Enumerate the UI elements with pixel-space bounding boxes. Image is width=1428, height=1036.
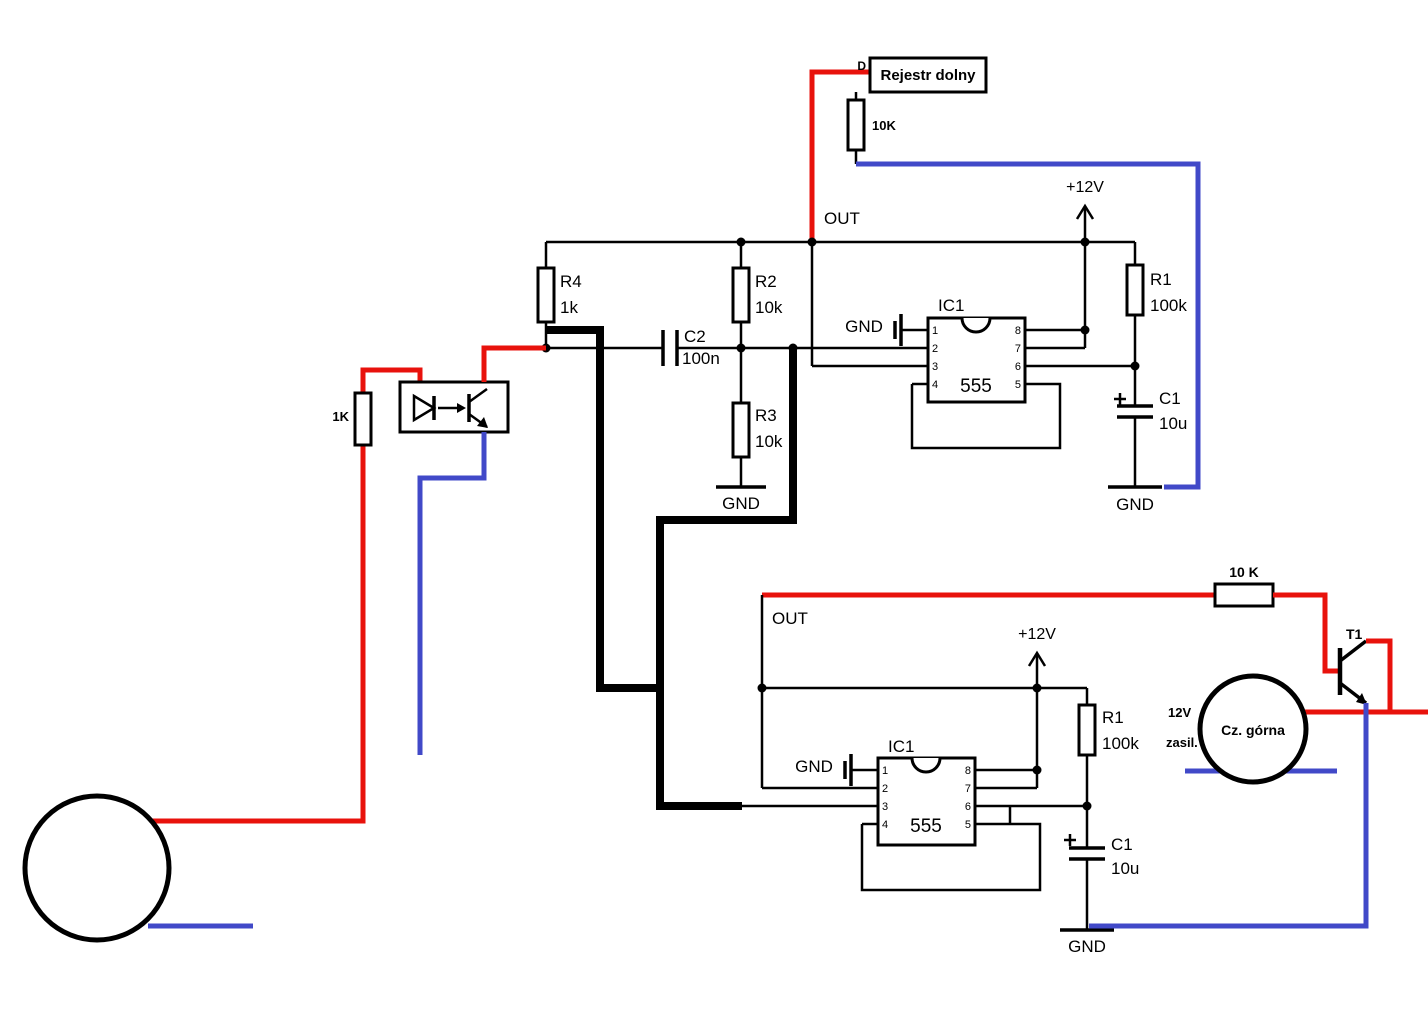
resistor-r3 (731, 401, 751, 459)
ic1-top-part: 555 (960, 376, 992, 397)
c2-value: 100n (682, 349, 720, 368)
pin-label: 1 (932, 325, 938, 337)
upper-sensor-section: Cz. górna 12V zasil. T1 (1089, 626, 1428, 929)
emitter-blue-wire (1089, 703, 1369, 929)
emitter-arrowhead-icon (1356, 693, 1367, 705)
r4-value: 1k (560, 298, 578, 317)
transistor-label: T1 (1346, 626, 1363, 642)
pin-label: 7 (1015, 343, 1021, 355)
top-out-label: OUT (824, 209, 860, 228)
ic-gnd-label: GND (845, 317, 883, 336)
c2-name: C2 (684, 327, 706, 346)
c1-bottom-name: C1 (1111, 835, 1133, 854)
sensor-coil-lower (22, 793, 172, 943)
pin-label: 5 (1015, 379, 1021, 391)
pin-label: 6 (965, 801, 971, 813)
r4-name: R4 (560, 272, 582, 291)
r2-name: R2 (755, 272, 777, 291)
transistor-collector (1338, 639, 1368, 663)
ic1-top-name: IC1 (938, 296, 964, 315)
r3-value: 10k (755, 432, 783, 451)
register-pin-label: D (857, 59, 866, 73)
bus-wire-right (656, 348, 797, 810)
pin-label: 5 (965, 819, 971, 831)
collector-red-wire (1366, 638, 1393, 712)
base-red-wire (1273, 592, 1340, 674)
c1-top-value: 10u (1159, 414, 1187, 433)
bottom-out-label: OUT (772, 609, 808, 628)
supply-note-line1: 12V (1168, 705, 1191, 720)
pin4-pin5-loop (860, 822, 1042, 892)
sensor-upper-label: Cz. górna (1221, 722, 1285, 738)
top-timer-section: OUT +12V R4 1k R2 10k C2 100n (536, 179, 1187, 514)
ic1-bottom-part: 555 (910, 816, 942, 837)
resistor-r2 (731, 266, 751, 324)
ic1-bottom-name: IC1 (888, 737, 914, 756)
sensor-coil-upper (1197, 673, 1309, 785)
junction-dot (788, 343, 798, 353)
light-arrowhead-icon (457, 403, 466, 413)
bottom-timer-section: OUT 10 K +12V R1 100k GND C1 10u (742, 564, 1340, 956)
c1-top-name: C1 (1159, 389, 1181, 408)
junction-dot (1080, 325, 1090, 335)
register-red-wire (809, 69, 870, 242)
resistor-10k-register-label: 10K (872, 118, 896, 133)
register-section: Rejestr dolny D 10K (809, 56, 1201, 490)
emitter-arrowhead-icon (477, 417, 488, 428)
pin-label: 6 (1015, 361, 1021, 373)
junction-dot (1032, 683, 1042, 693)
pin-label: 3 (932, 361, 938, 373)
resistor-1k (353, 391, 373, 447)
led-icon (412, 393, 437, 423)
r1-top-name: R1 (1150, 270, 1172, 289)
r3-name: R3 (755, 406, 777, 425)
pin4-pin5-loop (910, 382, 1062, 450)
pin-label: 1 (882, 765, 888, 777)
resistor-10k-register (846, 98, 866, 152)
register-blue-wire (856, 161, 1201, 490)
opto-input-red-wire (360, 367, 423, 393)
junction-dot (757, 683, 767, 693)
bottom-gnd-label: GND (1068, 937, 1106, 956)
ic-notch (960, 317, 992, 334)
opto-output-red-wire (481, 345, 546, 382)
pin-label: 8 (1015, 325, 1021, 337)
resistor-r1-bottom (1077, 703, 1097, 757)
resistor-r1-top (1125, 263, 1145, 317)
r1-top-value: 100k (1150, 296, 1187, 315)
sensor-red-wire (151, 445, 366, 824)
pin-label: 4 (882, 819, 888, 831)
optocoupler-section: 1K (151, 345, 546, 824)
resistor-10k-series (1213, 582, 1275, 608)
opto-resistor-label: 1K (332, 409, 349, 424)
bottom-supply-label: +12V (1018, 626, 1056, 643)
pin-label: 2 (882, 783, 888, 795)
r2-value: 10k (755, 298, 783, 317)
r1-bottom-name: R1 (1102, 708, 1124, 727)
c1-bottom-value: 10u (1111, 859, 1139, 878)
r1-bottom-value: 100k (1102, 734, 1139, 753)
top-supply-label: +12V (1066, 179, 1104, 196)
phototransistor-collector (468, 387, 488, 404)
ic-gnd-label: GND (795, 757, 833, 776)
pin-label: 7 (965, 783, 971, 795)
junction-dot (1080, 237, 1090, 247)
ic-notch (910, 757, 942, 774)
pin-label: 2 (932, 343, 938, 355)
bus-wire-left (546, 326, 662, 692)
resistor-r4 (536, 266, 556, 324)
register-box (868, 56, 988, 94)
c1-gnd-label: GND (1116, 495, 1154, 514)
pin-label: 4 (932, 379, 938, 391)
r3-gnd-label: GND (722, 494, 760, 513)
opto-blue-wire (417, 432, 487, 755)
bus-wires (546, 326, 797, 810)
pin-label: 3 (882, 801, 888, 813)
pin-label: 8 (965, 765, 971, 777)
lower-sensor-section (22, 793, 253, 943)
supply-note-line2: zasil. (1166, 735, 1198, 750)
register-label: Rejestr dolny (880, 67, 976, 84)
series-resistor-label: 10 K (1229, 564, 1259, 580)
